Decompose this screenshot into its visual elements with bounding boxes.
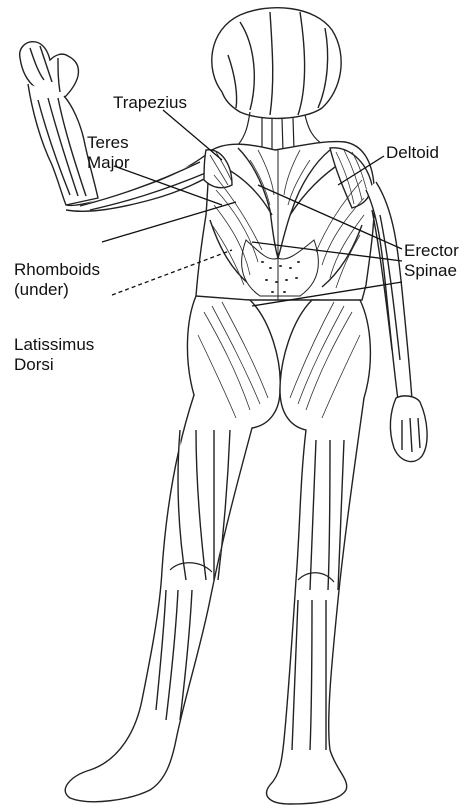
label-erector-spinae: Erector Spinae	[404, 241, 459, 281]
raised-arm	[20, 42, 222, 212]
label-latissimus-dorsi: Latissimus Dorsi	[14, 335, 94, 375]
legs	[65, 395, 364, 804]
label-trapezius-line-1: Trapezius	[113, 93, 187, 113]
label-teres-major: Teres Major	[87, 133, 130, 173]
label-erector-spinae-line-2: Spinae	[404, 261, 459, 281]
torso	[196, 142, 374, 303]
label-trapezius: Trapezius	[113, 93, 187, 113]
label-rhomboids: Rhomboids (under)	[14, 260, 100, 300]
hanging-arm	[366, 182, 427, 462]
label-deltoid: Deltoid	[386, 143, 439, 163]
head-hair	[212, 8, 341, 119]
label-erector-spinae-line-1: Erector	[404, 241, 459, 261]
label-latissimus-dorsi-line-2: Dorsi	[14, 355, 94, 375]
leader-trapezius	[163, 110, 222, 160]
label-rhomboids-line-1: Rhomboids	[14, 260, 100, 280]
label-rhomboids-line-2: (under)	[14, 280, 100, 300]
label-deltoid-line-1: Deltoid	[386, 143, 439, 163]
label-latissimus-dorsi-line-1: Latissimus	[14, 335, 94, 355]
label-teres-major-line-1: Teres	[87, 133, 130, 153]
label-teres-major-line-2: Major	[87, 153, 130, 173]
